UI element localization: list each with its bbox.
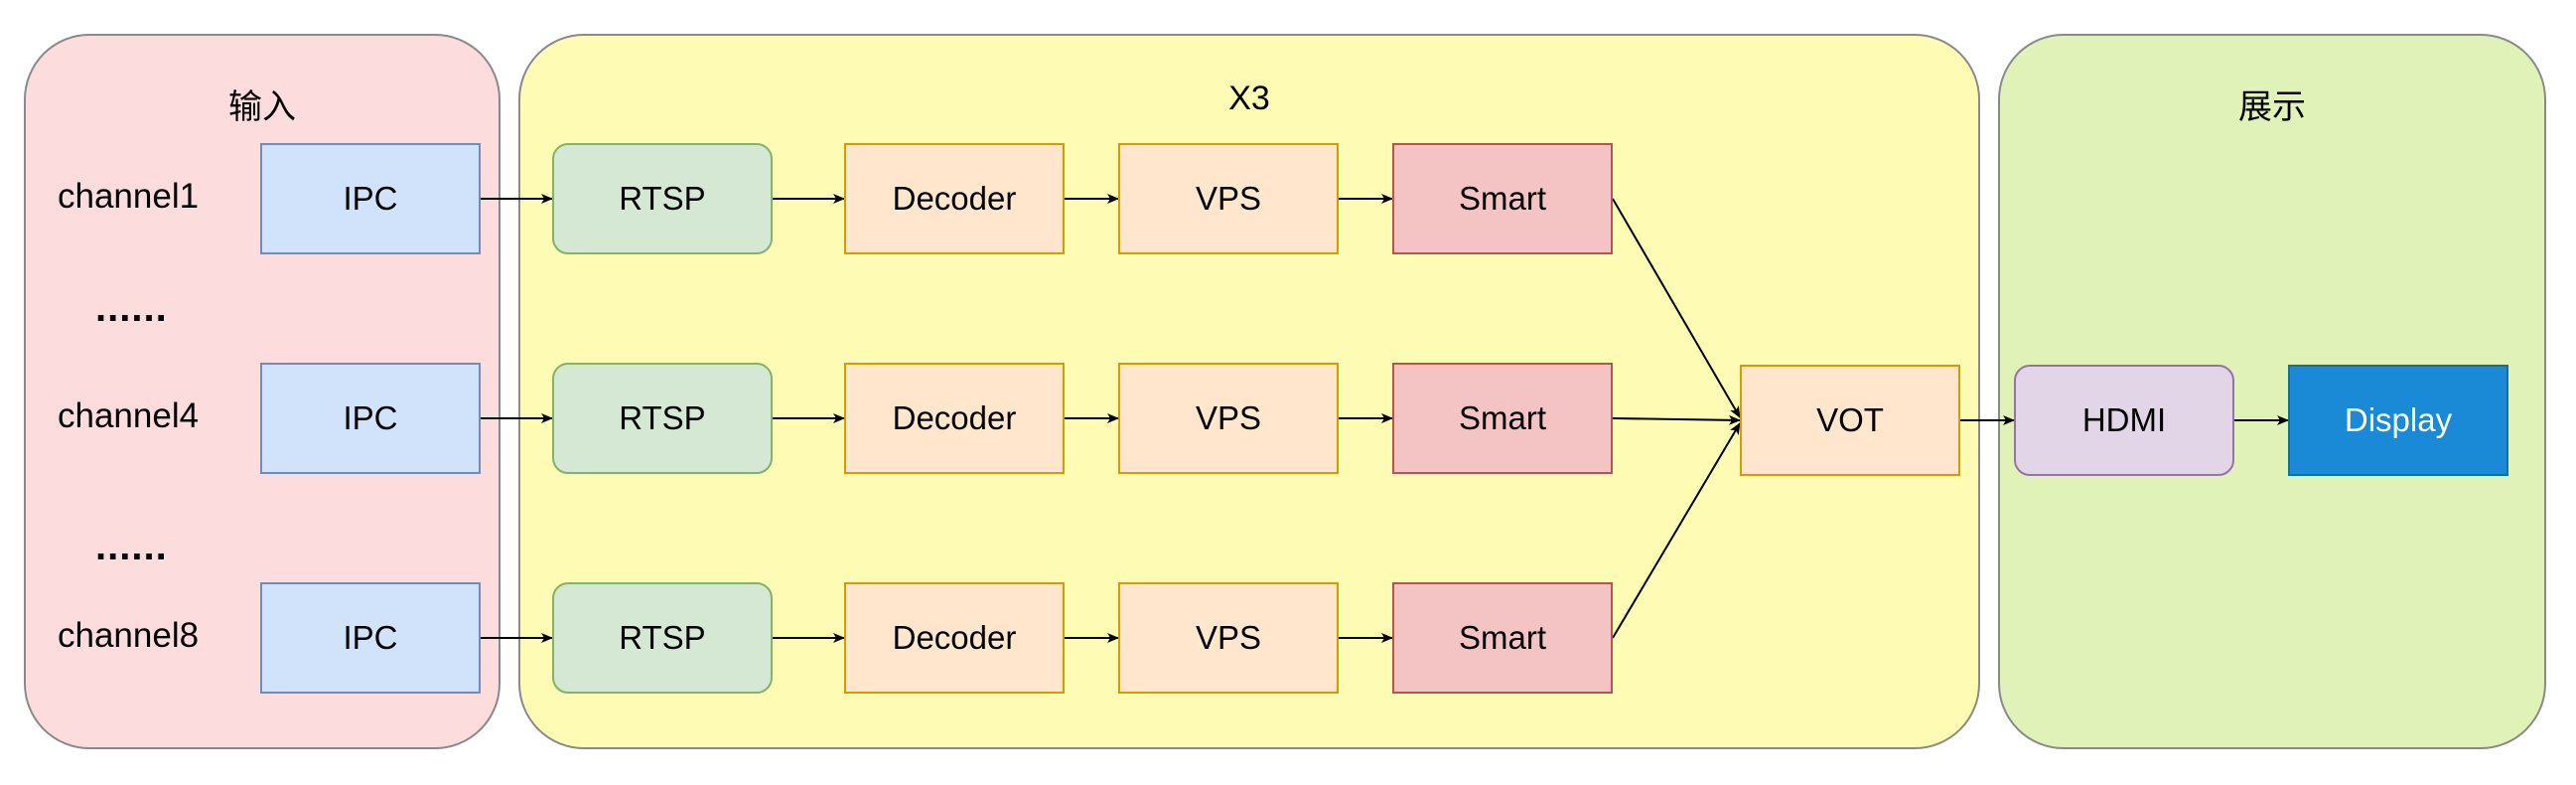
decoder-node-1: Decoder [844, 143, 1065, 254]
rtsp-node-1: RTSP [552, 143, 773, 254]
channel-label-8: channel8 [58, 616, 200, 655]
vps-node-1: VPS [1118, 143, 1339, 254]
decoder-node-2: Decoder [844, 363, 1065, 474]
arrow-smart1-vot [1612, 198, 1741, 418]
smart-node-2: Smart [1392, 363, 1613, 474]
group-x3-title: X3 [1228, 79, 1270, 117]
vps-node-3: VPS [1118, 582, 1339, 694]
vot-node: VOT [1740, 365, 1960, 476]
ellipsis-2: ...... [95, 525, 168, 568]
arrow-smart2-vot [1612, 414, 1741, 425]
ellipsis-1: ...... [95, 286, 168, 330]
ipc-node-1: IPC [260, 143, 481, 254]
channel-label-4: channel4 [58, 396, 200, 435]
vps-node-2: VPS [1118, 363, 1339, 474]
hdmi-node: HDMI [2014, 365, 2234, 476]
channel-label-1: channel1 [58, 177, 200, 216]
ipc-node-2: IPC [260, 363, 481, 474]
smart-node-3: Smart [1392, 582, 1613, 694]
rtsp-node-3: RTSP [552, 582, 773, 694]
display-node: Display [2288, 365, 2508, 476]
decoder-node-3: Decoder [844, 582, 1065, 694]
rtsp-node-2: RTSP [552, 363, 773, 474]
group-display-title: 展示 [2238, 88, 2306, 126]
arrow-smart3-vot [1612, 422, 1741, 639]
smart-node-1: Smart [1392, 143, 1613, 254]
ipc-node-3: IPC [260, 582, 481, 694]
group-input-title: 输入 [228, 88, 296, 126]
